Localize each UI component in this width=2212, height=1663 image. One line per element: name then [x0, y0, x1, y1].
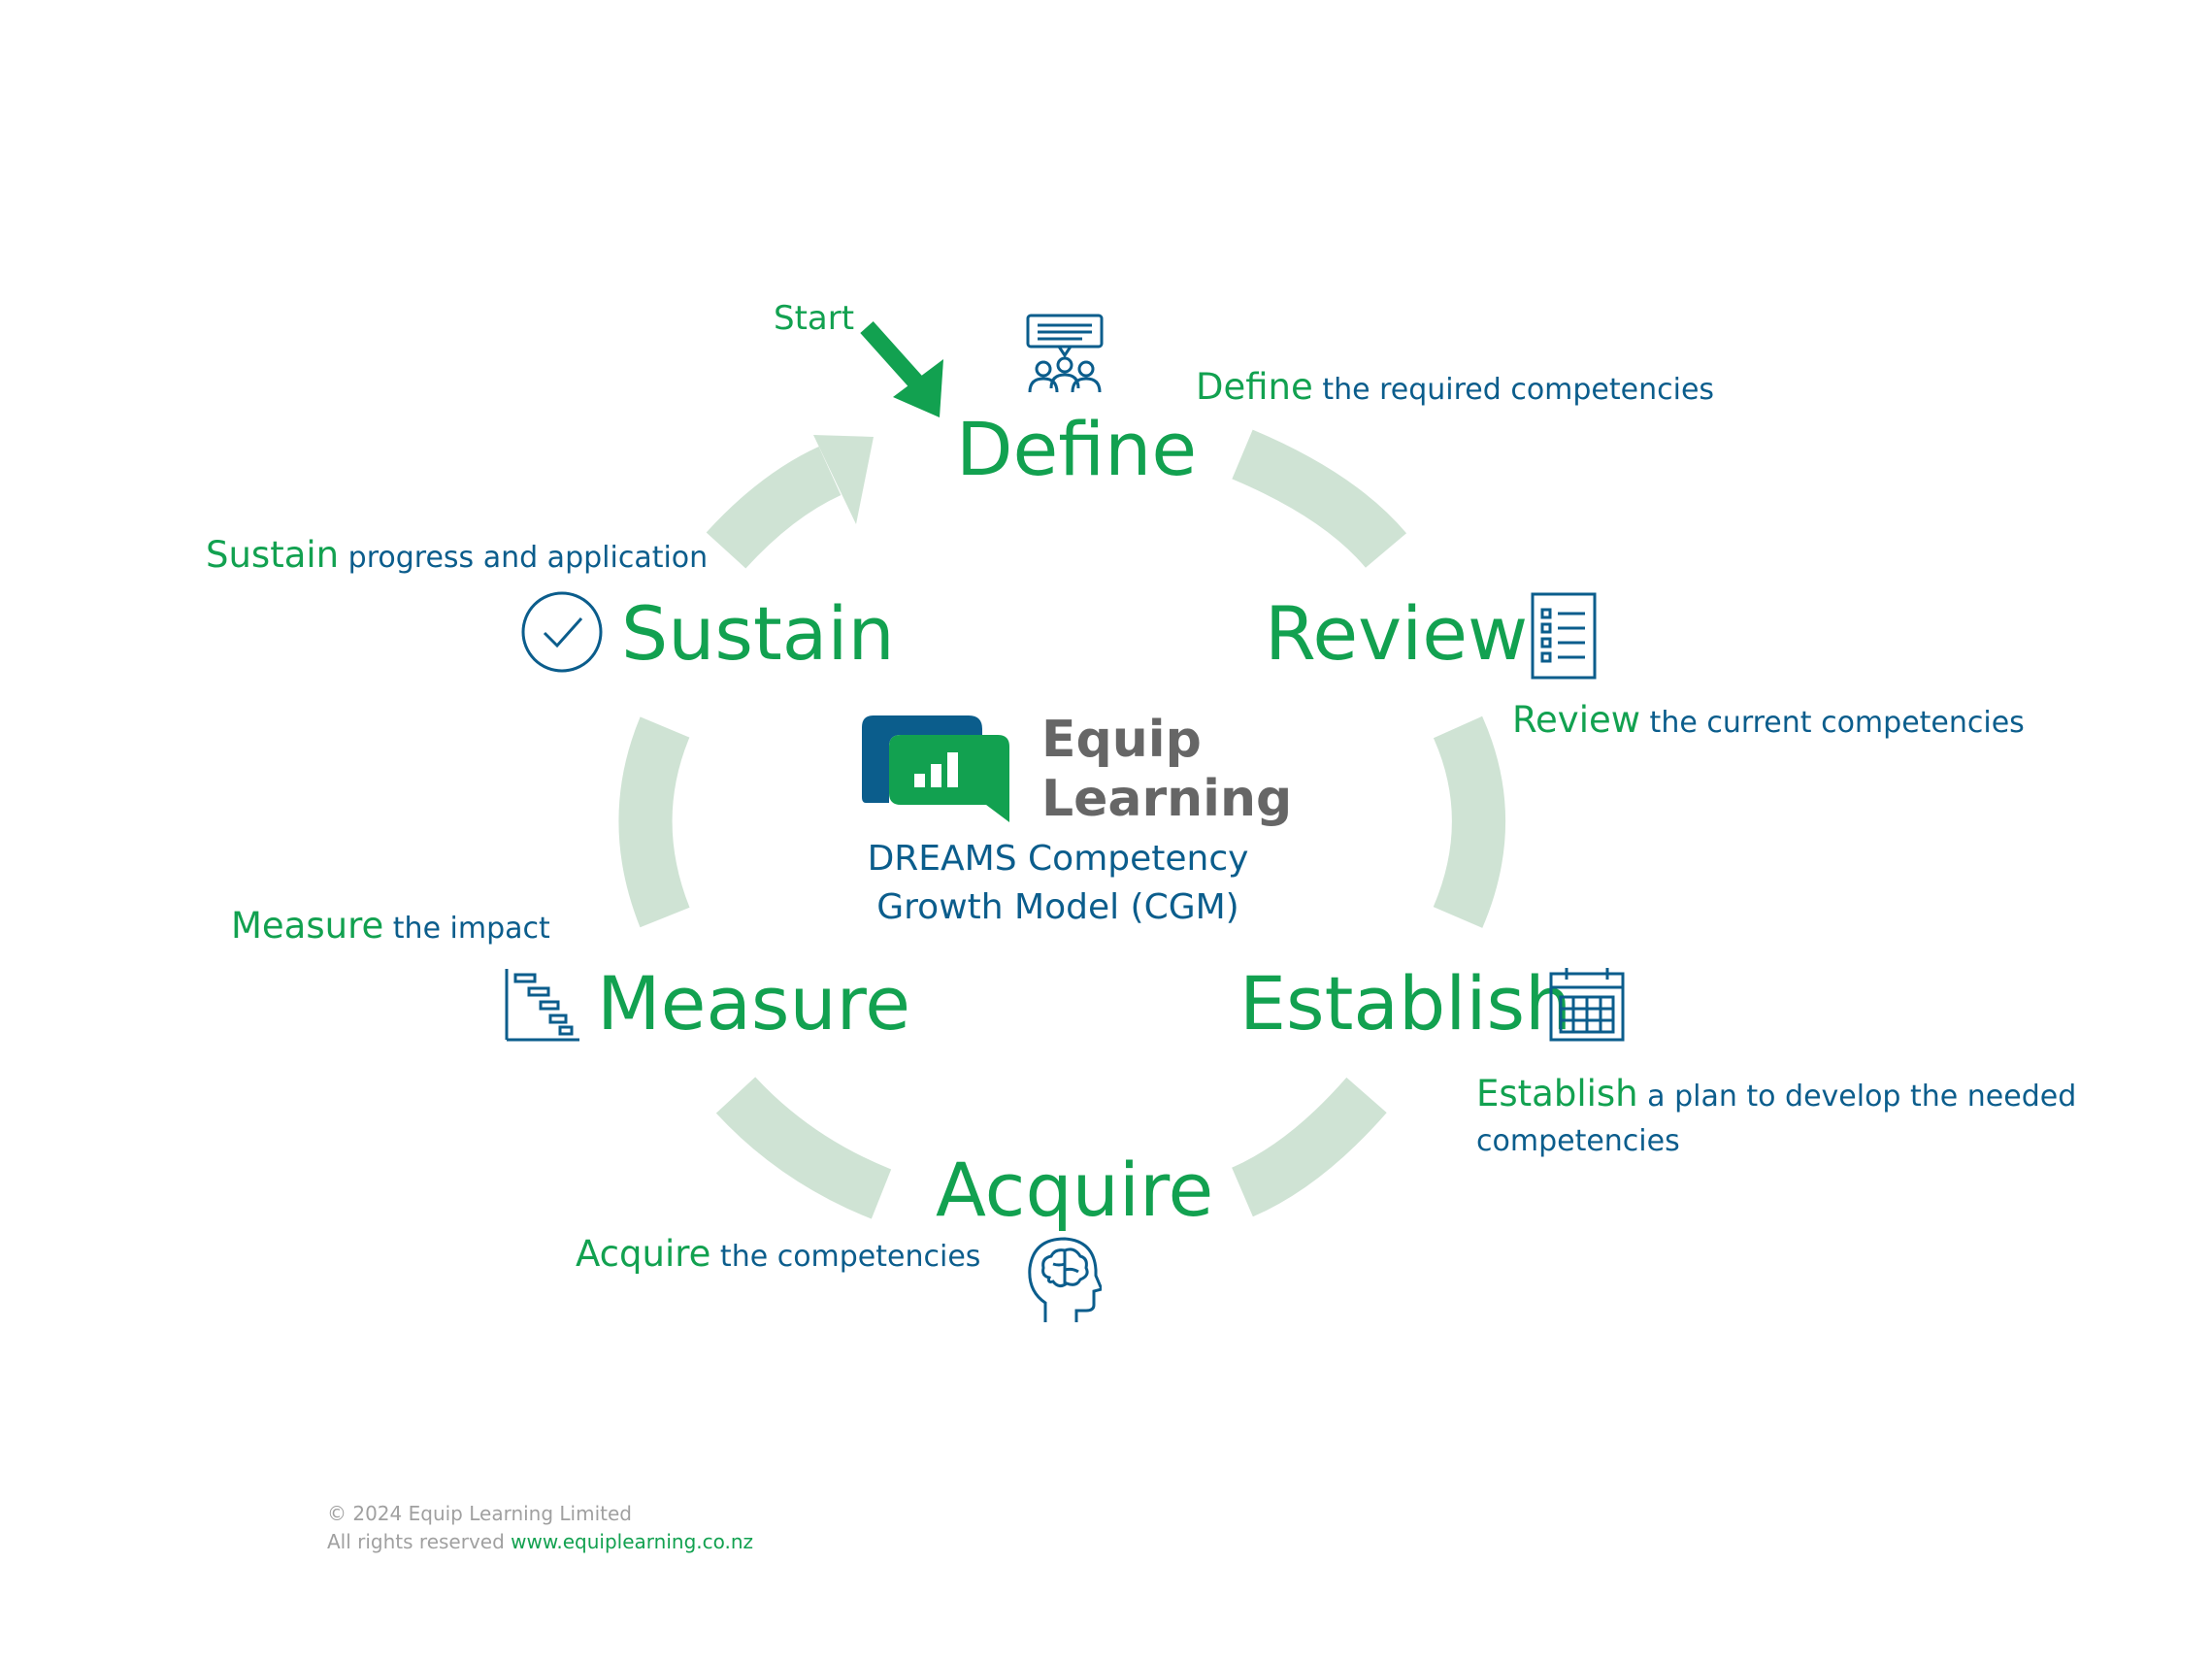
- logo-line-1: Equip: [1041, 711, 1202, 769]
- logo-wordmark: Equip Learning: [1041, 711, 1292, 830]
- footer-website-link[interactable]: www.equiplearning.co.nz: [511, 1530, 754, 1553]
- ring-segment-acquire-measure: [715, 1077, 892, 1219]
- gantt-chart-icon: [504, 967, 581, 1043]
- stage-measure-text: the impact: [383, 912, 550, 946]
- stage-sustain-keyword: Sustain: [206, 534, 340, 576]
- ring-arrowhead: [813, 435, 874, 524]
- ring-segment-establish-acquire: [1231, 1077, 1387, 1217]
- check-circle-icon: [519, 589, 605, 675]
- stage-establish-text-line2: competencies: [1476, 1123, 1680, 1158]
- stage-review-text: the current competencies: [1640, 706, 2025, 740]
- ring-segment-sustain-define: [706, 446, 842, 569]
- calendar-icon: [1549, 966, 1625, 1042]
- model-title: DREAMS Competency Growth Model (CGM): [854, 835, 1262, 933]
- stage-establish-description: Establish a plan to develop the needed c…: [1476, 1068, 2076, 1162]
- stage-measure-title: Measure: [597, 960, 910, 1047]
- stage-establish-keyword: Establish: [1476, 1073, 1638, 1114]
- presentation-audience-icon: [1024, 313, 1106, 400]
- stage-establish-title: Establish: [1239, 960, 1572, 1047]
- equip-learning-logo-icon: [862, 714, 1012, 830]
- start-arrow-shaft: [860, 320, 924, 390]
- model-title-line-1: DREAMS Competency: [867, 839, 1249, 879]
- stage-define-text: the required competencies: [1312, 373, 1715, 407]
- ring-segment-define-review: [1232, 429, 1407, 569]
- stage-define-description: Define the required competencies: [1196, 361, 1714, 414]
- footer-copyright: © 2024 Equip Learning Limited: [327, 1502, 632, 1525]
- ring-segment-review-establish: [1433, 715, 1505, 928]
- footer-rights-line: All rights reserved www.equiplearning.co…: [327, 1528, 753, 1556]
- stage-review-title: Review: [1265, 590, 1529, 677]
- stage-establish-text-line1: a plan to develop the needed: [1637, 1080, 2077, 1114]
- stage-acquire-description: Acquire the competencies: [576, 1228, 980, 1281]
- stage-acquire-text: the competencies: [710, 1240, 981, 1274]
- stage-acquire-keyword: Acquire: [576, 1233, 711, 1275]
- stage-measure-description: Measure the impact: [231, 900, 550, 952]
- brain-head-icon: [1024, 1235, 1102, 1324]
- model-title-line-2: Growth Model (CGM): [876, 887, 1239, 928]
- stage-review-description: Review the current competencies: [1512, 694, 2025, 747]
- stage-sustain-title: Sustain: [621, 590, 895, 677]
- stage-define-keyword: Define: [1196, 366, 1313, 408]
- ring-segment-measure-sustain: [618, 716, 690, 928]
- checklist-icon: [1531, 592, 1597, 680]
- footer-rights: All rights reserved: [327, 1530, 512, 1553]
- stage-sustain-description: Sustain progress and application: [206, 529, 708, 582]
- stage-measure-keyword: Measure: [231, 905, 384, 947]
- start-arrowhead: [893, 359, 943, 417]
- stage-review-keyword: Review: [1512, 699, 1641, 741]
- logo-line-2: Learning: [1041, 770, 1293, 829]
- stage-define-title: Define: [956, 406, 1198, 492]
- start-label: Start: [774, 299, 855, 338]
- stage-acquire-title: Acquire: [936, 1147, 1214, 1233]
- stage-sustain-text: progress and application: [339, 541, 709, 575]
- footer: © 2024 Equip Learning Limited All rights…: [327, 1500, 753, 1556]
